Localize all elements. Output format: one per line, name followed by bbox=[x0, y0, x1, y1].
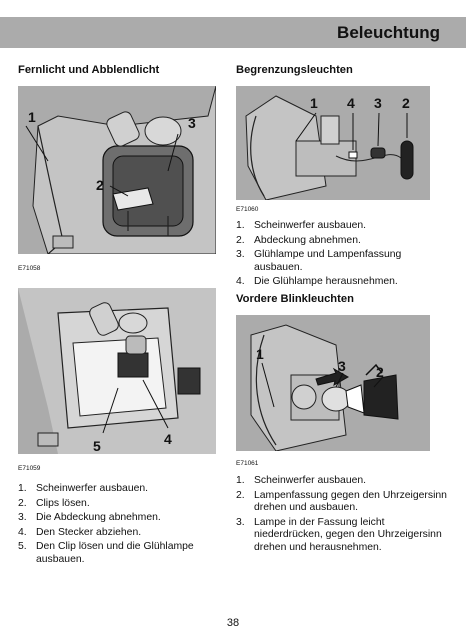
callout-1: 1 bbox=[28, 109, 36, 125]
callout-1: 1 bbox=[310, 95, 318, 111]
heading-front-indicators: Vordere Blinkleuchten bbox=[236, 293, 354, 305]
list-item: 1.Scheinwerfer ausbauen. bbox=[236, 220, 367, 231]
steps-parking-lights: 1.Scheinwerfer ausbauen. 2.Abdeckung abn… bbox=[236, 220, 446, 291]
steps-front-indicators: 1.Scheinwerfer ausbauen. 2.Lampenfassung… bbox=[236, 475, 448, 557]
callout-4: 4 bbox=[347, 95, 355, 111]
callout-3: 3 bbox=[338, 358, 346, 374]
callout-4: 4 bbox=[164, 431, 172, 447]
list-item: 2.Abdeckung abnehmen. bbox=[236, 234, 361, 246]
callout-3: 3 bbox=[188, 115, 196, 131]
callout-2: 2 bbox=[376, 364, 384, 380]
illustration-parking-lights: 1 4 3 2 bbox=[236, 86, 430, 200]
figure-code-E71060: E71060 bbox=[236, 206, 259, 213]
callout-5: 5 bbox=[93, 438, 101, 454]
list-item: 3.Die Abdeckung abnehmen. bbox=[18, 512, 161, 524]
list-item: 1.Scheinwerfer ausbauen. bbox=[18, 483, 149, 494]
steps-high-low-beam: 1.Scheinwerfer ausbauen. 2.Clips lösen. … bbox=[18, 483, 218, 569]
list-item: 1.Scheinwerfer ausbauen. bbox=[236, 475, 367, 486]
callout-3: 3 bbox=[374, 95, 382, 111]
list-item: 5.Den Clip lösen und die Glühlampe ausba… bbox=[18, 541, 194, 565]
list-item: 2.Clips lösen. bbox=[18, 497, 90, 509]
illustration-high-low-beam: 1 3 2 bbox=[18, 86, 216, 254]
figure-code-E71059: E71059 bbox=[18, 465, 41, 472]
callout-1: 1 bbox=[256, 346, 264, 362]
page-number: 38 bbox=[226, 617, 240, 629]
list-item: 3.Lampe in der Fassung leicht niederdrüc… bbox=[236, 516, 442, 553]
figure-code-E71058: E71058 bbox=[18, 265, 41, 272]
heading-high-low-beam: Fernlicht und Abblendlicht bbox=[18, 64, 160, 76]
list-item: 4.Die Glühlampe herausnehmen. bbox=[236, 276, 398, 288]
page-title: Beleuchtung bbox=[337, 23, 440, 42]
callout-2: 2 bbox=[402, 95, 410, 111]
illustration-high-low-beam-2: 5 4 bbox=[18, 288, 216, 454]
heading-parking-lights: Begrenzungsleuchten bbox=[236, 64, 353, 76]
illustration-front-indicators: 1 3 2 bbox=[236, 315, 430, 451]
page-header: Beleuchtung bbox=[0, 17, 466, 48]
list-item: 2.Lampenfassung gegen den Uhrzeigersinn … bbox=[236, 489, 447, 514]
list-item: 3.Glühlampe und Lampenfassung ausbauen. bbox=[236, 249, 402, 273]
list-item: 4.Den Stecker abziehen. bbox=[18, 526, 142, 538]
figure-code-E71061: E71061 bbox=[236, 460, 259, 467]
callout-2: 2 bbox=[96, 177, 104, 193]
